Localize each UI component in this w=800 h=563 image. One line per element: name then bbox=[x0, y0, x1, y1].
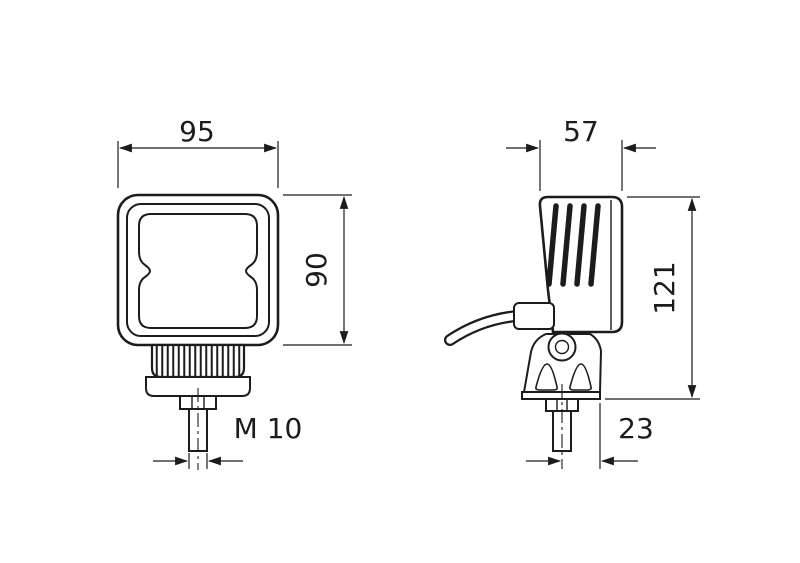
dimensions-front: 95 90 M 10 bbox=[117, 115, 352, 469]
lens-optic-front bbox=[138, 213, 258, 329]
bracket-cutout-left bbox=[535, 363, 558, 391]
heatsink-fins-side bbox=[546, 203, 601, 287]
power-cable bbox=[444, 310, 523, 346]
dim-label-front-height: 90 bbox=[300, 252, 333, 288]
bracket-cutout-right bbox=[569, 363, 592, 391]
pivot-bolt-center bbox=[554, 339, 570, 355]
dim-label-side-depth: 57 bbox=[563, 115, 599, 148]
front-view bbox=[116, 193, 280, 470]
dim-label-thread: M 10 bbox=[234, 412, 303, 445]
cable-connector bbox=[513, 302, 555, 330]
side-view bbox=[444, 195, 624, 469]
dim-label-overall-height: 121 bbox=[648, 261, 681, 314]
bracket-foot-side bbox=[521, 391, 601, 400]
dim-label-base-offset: 23 bbox=[618, 412, 654, 445]
dimensions-side: 57 121 23 bbox=[506, 115, 700, 469]
dim-label-front-width: 95 bbox=[179, 115, 215, 148]
bracket-base-front bbox=[145, 376, 251, 397]
pivot-bolt-head bbox=[547, 332, 577, 362]
heatsink-front bbox=[150, 343, 246, 379]
